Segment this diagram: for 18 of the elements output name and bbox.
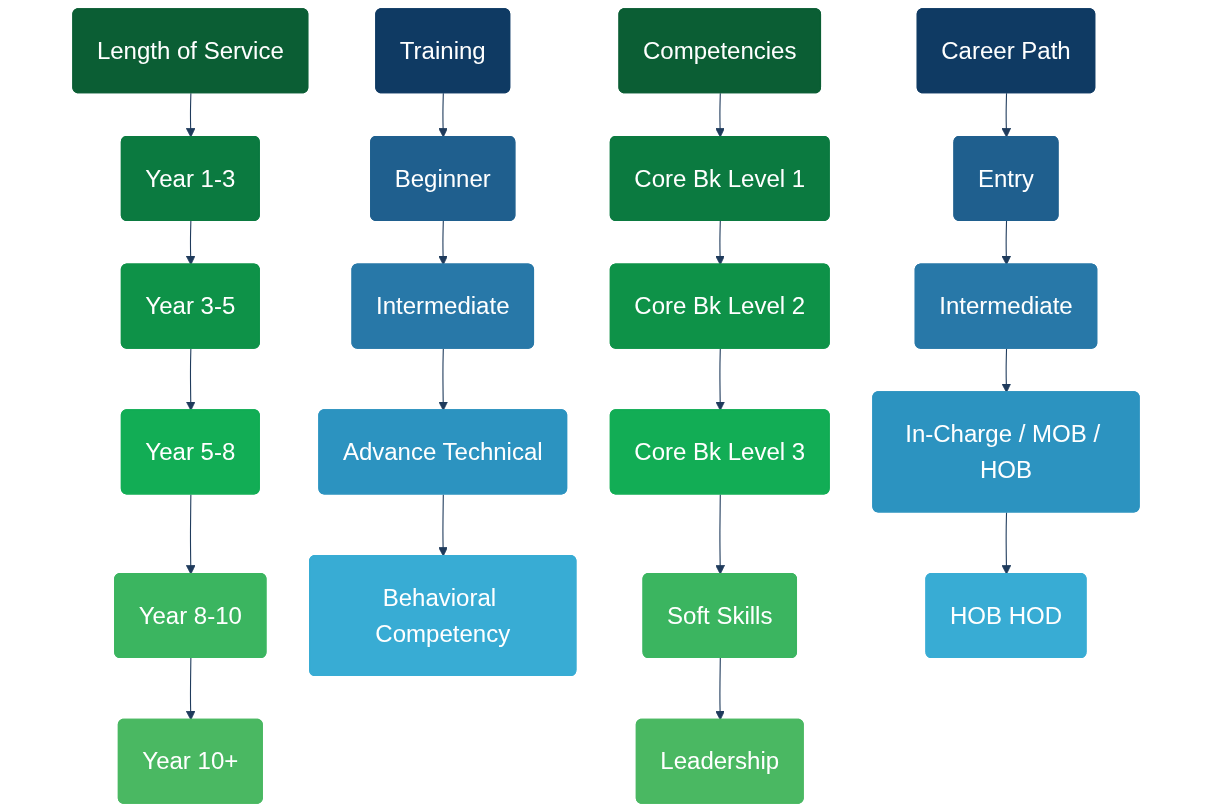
arrow xyxy=(185,657,196,721)
arrow xyxy=(185,348,196,411)
arrow xyxy=(715,348,725,411)
arrow xyxy=(185,220,196,266)
arrow xyxy=(1001,220,1012,266)
arrow xyxy=(438,220,448,266)
arrow xyxy=(1001,92,1012,138)
arrow xyxy=(438,348,448,411)
arrow xyxy=(715,92,725,138)
arrow xyxy=(438,92,448,138)
arrow xyxy=(185,92,196,138)
arrow xyxy=(438,493,448,557)
arrow xyxy=(185,493,196,575)
arrow xyxy=(715,493,725,575)
arrow xyxy=(1001,348,1012,393)
arrow xyxy=(1001,511,1012,575)
arrow xyxy=(715,220,725,266)
arrow xyxy=(715,657,725,721)
